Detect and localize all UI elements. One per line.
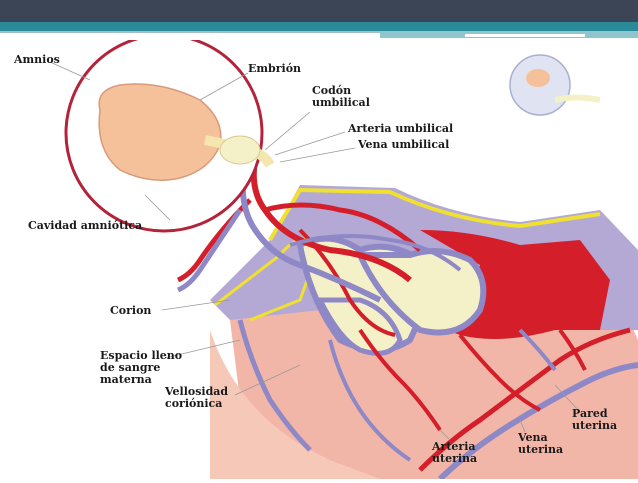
maternal-vein-2 — [237, 319, 312, 452]
maternal-artery-3 — [558, 328, 587, 371]
maternal-vein-1 — [328, 339, 412, 462]
leader-vena-umbilical — [279, 147, 356, 163]
placenta-illustration — [49, 40, 638, 479]
label-pared-line2: uterina — [572, 419, 618, 432]
umbilical-artery-branch-2 — [298, 228, 396, 337]
umbilical-artery-branch — [264, 202, 422, 252]
yolk-sac — [219, 135, 261, 165]
slide-header — [0, 0, 638, 40]
leader-vellosidad — [234, 364, 301, 396]
label-corion: Corion — [110, 304, 152, 317]
uterine-wall-lower — [210, 330, 380, 479]
inset-embryo — [526, 69, 550, 87]
label-vena-umbilical: Vena umbilical — [358, 138, 450, 151]
leader-embrion — [199, 72, 249, 101]
maternal-vein-3 — [518, 328, 557, 372]
label-vena-uterina-line1: Vena — [518, 431, 548, 444]
header-white-stripe — [465, 34, 585, 37]
header-teal-band — [0, 22, 638, 31]
label-arteria-uterina-line1: Arteria — [432, 440, 476, 453]
label-pared-line1: Pared — [572, 407, 608, 420]
label-vellosidad-line1: Vellosidad — [165, 385, 229, 398]
umbilical-artery — [250, 159, 412, 283]
placenta-diagram: Amnios Embrión Codón umbilical Arteria u… — [0, 40, 638, 479]
maternal-artery-spiral-2 — [458, 333, 541, 412]
label-vena-uterina-line2: uterina — [518, 443, 564, 456]
label-arteria-uterina-line2: uterina — [432, 452, 478, 465]
leader-corion — [161, 299, 231, 311]
leader-pared — [554, 384, 579, 411]
leader-cavidad — [144, 194, 171, 221]
label-arteria-umbilical: Arteria umbilical — [348, 122, 454, 135]
label-espacio-line2: de sangre — [100, 361, 161, 374]
uterine-artery — [418, 327, 631, 472]
header-divider-line — [0, 31, 380, 33]
label-amnios: Amnios — [14, 53, 60, 66]
chorionic-villus-3 — [315, 297, 403, 356]
chorionic-villus-2 — [355, 248, 487, 336]
label-cavidad-amniotica: Cavidad amniótica — [28, 219, 143, 232]
maternal-artery-spiral-1 — [358, 328, 442, 432]
leader-arteria-uterina — [439, 429, 451, 441]
umbilical-vein — [239, 159, 382, 303]
label-espacio-line3: materna — [100, 373, 152, 386]
label-vellosidad-line2: coriónica — [165, 397, 223, 410]
label-codon-line1: Codón — [312, 84, 352, 97]
label-espacio-line1: Espacio lleno — [100, 349, 183, 362]
leader-espacio — [164, 339, 241, 359]
leader-amnios — [49, 61, 91, 81]
leader-vena-uterina — [519, 419, 526, 433]
leader-arteria-umbilical — [274, 131, 346, 156]
chorion-outline — [268, 187, 601, 242]
inset-placenta — [554, 94, 601, 103]
leader-codon — [264, 111, 311, 151]
label-embrion: Embrión — [248, 62, 302, 75]
umbilical-vein-branch — [176, 208, 243, 293]
umbilical-vein-branch-2 — [289, 234, 462, 272]
label-codon-line2: umbilical — [312, 96, 370, 109]
header-dark-band — [0, 0, 638, 22]
uterine-vein — [437, 362, 638, 479]
